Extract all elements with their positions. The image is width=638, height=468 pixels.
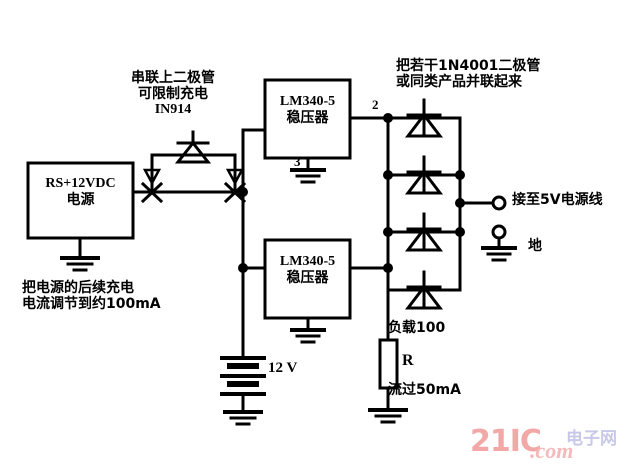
annotation-output-5v: 接至5V电源线 bbox=[512, 192, 603, 208]
junction-dot-array-f bbox=[455, 227, 465, 237]
regulator-bottom-label-line2: 稳压器 bbox=[286, 270, 329, 287]
annotation-load-current: 流过50mA bbox=[388, 382, 461, 398]
annotation-charge-current: 把电源的后续充电 电流调节到约100mA bbox=[22, 280, 161, 312]
annotation-series-diode-line2: 可限制充电 bbox=[138, 86, 208, 103]
annotation-load-ref: R bbox=[402, 352, 414, 369]
diode-1n4001-1 bbox=[404, 98, 444, 138]
power-supply-label: RS+12VDC 电源 bbox=[28, 176, 133, 208]
regulator-top-label-line1: LM340-5 bbox=[279, 94, 336, 109]
junction-dot-rail-bus bbox=[238, 187, 248, 197]
annotation-series-diode-part: IN914 bbox=[154, 102, 192, 118]
bypass-right-arrow bbox=[225, 168, 245, 186]
pin-label-regulator-top-out: 2 bbox=[372, 97, 379, 112]
regulator-bottom-label-line1: LM340-5 bbox=[279, 254, 336, 269]
annotation-diode-array-line1: 把若干1N4001二极管 bbox=[396, 58, 541, 74]
junction-dot-array-a bbox=[383, 113, 393, 123]
junction-dot-array-c bbox=[383, 227, 393, 237]
ground-terminal-post bbox=[491, 224, 507, 240]
regulator-top-label-line2: 稳压器 bbox=[286, 110, 329, 127]
bypass-left-arrow bbox=[142, 168, 162, 186]
regulator-top-label: LM340-5 稳压器 bbox=[265, 94, 350, 126]
break-mark-right bbox=[223, 181, 247, 204]
diode-in914-body bbox=[174, 140, 212, 164]
annotation-ground-terminal: 地 bbox=[528, 238, 542, 254]
power-supply-label-line2: 电源 bbox=[66, 192, 95, 209]
power-supply-label-line1: RS+12VDC bbox=[45, 176, 116, 191]
annotation-charge-current-line2: 电流调节到约100mA bbox=[22, 296, 161, 313]
annotation-charge-current-line1: 把电源的后续充电 bbox=[22, 280, 134, 296]
annotation-battery-voltage: 12 V bbox=[268, 360, 298, 376]
junction-dot-array-e bbox=[455, 170, 465, 180]
annotation-series-diode: 串联上二极管 可限制充电 IN914 bbox=[108, 70, 238, 118]
diode-1n4001-2 bbox=[404, 155, 444, 195]
junction-dot-array-b bbox=[383, 170, 393, 180]
output-5v-terminal bbox=[491, 195, 507, 211]
annotation-load-name: 负载100 bbox=[388, 320, 446, 336]
diode-1n4001-4 bbox=[404, 270, 444, 310]
annotation-diode-array-line2: 或同类产品并联起来 bbox=[396, 74, 522, 91]
break-mark-left bbox=[140, 181, 164, 204]
regulator-bottom-label: LM340-5 稳压器 bbox=[265, 254, 350, 286]
junction-dot-array-d bbox=[383, 263, 393, 273]
annotation-series-diode-line1: 串联上二极管 bbox=[131, 70, 215, 86]
diode-1n4001-3 bbox=[404, 212, 444, 252]
pin-label-regulator-top-gnd: 3 bbox=[294, 154, 301, 169]
load-resistor-body bbox=[378, 338, 399, 390]
annotation-diode-array: 把若干1N4001二极管 或同类产品并联起来 bbox=[396, 58, 540, 90]
